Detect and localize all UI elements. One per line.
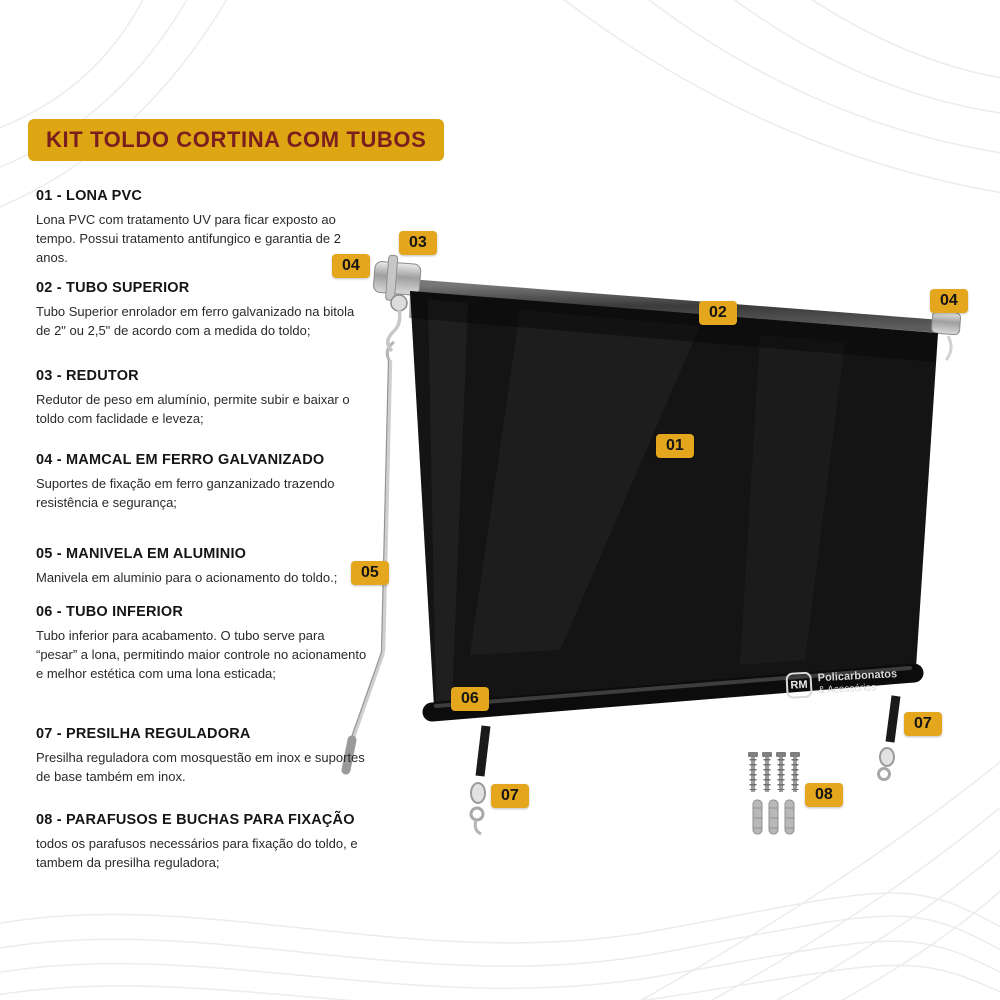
top-tube: [373, 254, 962, 361]
callout-badge-02: 02: [699, 301, 737, 325]
section-body: Manivela em aluminio para o acionamento …: [36, 570, 338, 585]
bottom-tube: [422, 663, 924, 722]
crank-handle: [341, 340, 395, 775]
callout-badge-07-right: 07: [904, 712, 942, 736]
section-manivela: 05 - MANIVELA EM ALUMINIO Manivela em al…: [36, 546, 368, 588]
page-title: KIT TOLDO CORTINA COM TUBOS: [28, 119, 445, 161]
section-heading: 08 - PARAFUSOS E BUCHAS PARA FIXAÇÃO: [36, 812, 355, 828]
callout-badge-01: 01: [656, 434, 694, 458]
section-tubo-superior: 02 - TUBO SUPERIOR Tubo Superior enrolad…: [36, 280, 368, 341]
right-strap-hook: [877, 695, 901, 781]
section-heading: 01 - LONA PVC: [36, 188, 142, 204]
callout-badge-05: 05: [351, 561, 389, 585]
section-heading: 05 - MANIVELA EM ALUMINIO: [36, 546, 247, 562]
right-bracket: [931, 310, 962, 336]
section-tubo-inferior: 06 - TUBO INFERIOR Tubo inferior para ac…: [36, 604, 368, 684]
callout-badge-08: 08: [805, 783, 843, 807]
section-lona-pvc: 01 - LONA PVC Lona PVC com tratamento UV…: [36, 188, 368, 268]
callout-badge-07-left: 07: [491, 784, 529, 808]
section-body: Suportes de fixação em ferro ganzanizado…: [36, 476, 335, 510]
section-parafusos: 08 - PARAFUSOS E BUCHAS PARA FIXAÇÃO tod…: [36, 812, 368, 873]
section-body: Redutor de peso em alumínio, permite sub…: [36, 392, 350, 426]
screws-and-anchors: [748, 752, 800, 835]
section-heading: 06 - TUBO INFERIOR: [36, 604, 183, 620]
reducer-flange: [390, 294, 408, 312]
left-strap-hook: [469, 725, 491, 836]
callout-badge-03: 03: [399, 231, 437, 255]
callout-badge-04-right: 04: [930, 289, 968, 313]
canvas-lona: [409, 291, 938, 707]
section-mamcal: 04 - MAMCAL EM FERRO GALVANIZADO Suporte…: [36, 452, 368, 513]
brand-logo: RM: [785, 671, 813, 699]
section-body: Tubo Superior enrolador em ferro galvani…: [36, 304, 355, 338]
left-hook: [386, 309, 402, 353]
section-body: Lona PVC com tratamento UV para ficar ex…: [36, 212, 341, 265]
right-hook: [944, 335, 953, 361]
section-redutor: 03 - REDUTOR Redutor de peso em alumínio…: [36, 368, 368, 429]
section-presilha: 07 - PRESILHA REGULADORA Presilha regula…: [36, 726, 368, 787]
section-body: Tubo inferior para acabamento. O tubo se…: [36, 628, 367, 681]
section-heading: 04 - MAMCAL EM FERRO GALVANIZADO: [36, 452, 325, 468]
section-heading: 03 - REDUTOR: [36, 368, 139, 384]
callout-badge-06: 06: [451, 687, 489, 711]
section-heading: 07 - PRESILHA REGULADORA: [36, 726, 251, 742]
section-heading: 02 - TUBO SUPERIOR: [36, 280, 190, 296]
section-body: todos os parafusos necessários para fixa…: [36, 836, 358, 870]
section-body: Presilha reguladora com mosquestão em in…: [36, 750, 365, 784]
callout-badge-04-left: 04: [332, 254, 370, 278]
